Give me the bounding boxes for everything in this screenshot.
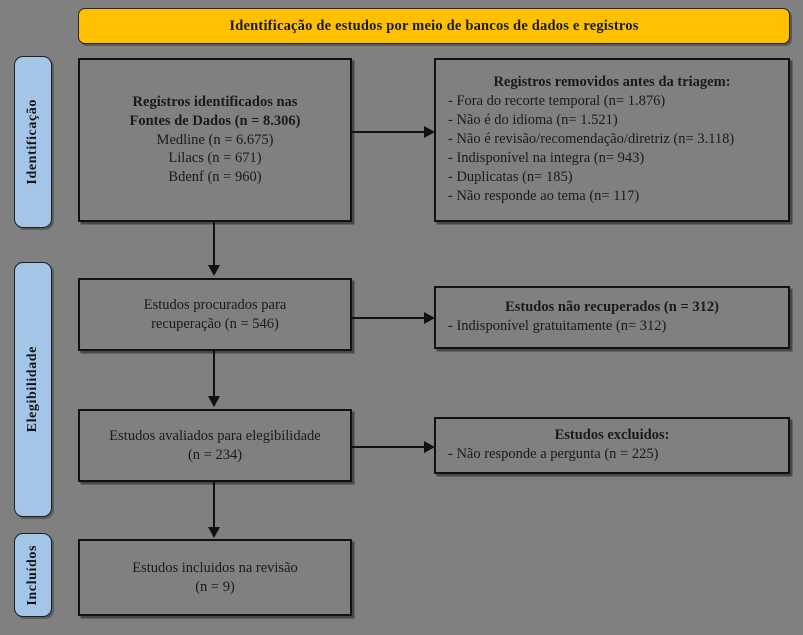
arrow-shaft: [213, 351, 215, 396]
box-line: Estudos procurados para: [143, 296, 287, 313]
box-line: Medline (n = 6.675): [156, 131, 274, 148]
box-title: Registros removidos antes da triagem:: [493, 74, 731, 91]
box-list-item: - Não é do idioma (n= 1.521): [448, 112, 618, 129]
arrow-down-icon: [200, 222, 228, 276]
arrow-head: [424, 126, 435, 138]
arrow-shaft: [213, 482, 215, 527]
arrow-head: [424, 312, 435, 324]
arrow-shaft: [352, 446, 426, 448]
stage-label-identificacao: Identificação: [14, 56, 52, 228]
box-line: Bdenf (n = 960): [168, 169, 262, 186]
box-list-item: - Fora do recorte temporal (n= 1.876): [448, 93, 666, 110]
box-studies-sought: Estudos procurados para recuperação (n =…: [78, 278, 352, 351]
arrow-head: [208, 265, 220, 276]
arrow-head: [208, 396, 220, 407]
box-list-item: - Indisponível na integra (n= 943): [448, 150, 645, 166]
box-list-item: - Duplicatas (n= 185): [448, 168, 573, 185]
diagram-title-banner: Identificação de estudos por meio de ban…: [78, 8, 790, 44]
box-line: (n = 234): [187, 446, 243, 463]
arrow-right-icon: [352, 439, 435, 455]
arrow-shaft: [352, 131, 426, 133]
box-line: Estudos avaliados para elegibilidade: [109, 427, 321, 444]
box-studies-assessed: Estudos avaliados para elegibilidade (n …: [78, 409, 352, 482]
box-studies-included: Estudos incluidos na revisão (n = 9): [78, 539, 352, 616]
stage-label-identificacao-text: Identificação: [25, 99, 40, 185]
arrow-down-icon: [200, 482, 228, 538]
arrow-down-icon: [200, 351, 228, 407]
arrow-right-icon: [352, 310, 435, 326]
box-line: Estudos incluidos na revisão: [132, 559, 298, 576]
box-studies-excluded: Estudos excluidos: - Não responde a perg…: [434, 417, 790, 474]
box-list-item: - Indisponível gratuitamente (n= 312): [448, 318, 667, 335]
box-line: (n = 9): [195, 578, 235, 595]
arrow-shaft: [213, 222, 215, 265]
stage-label-incluidos-text: Incluídos: [25, 544, 40, 606]
diagram-title-text: Identificação de estudos por meio de ban…: [229, 17, 639, 34]
box-title: Estudos não recuperados (n = 312): [505, 299, 719, 316]
arrow-head: [208, 527, 220, 538]
box-list-item: - Não responde a pergunta (n = 225): [448, 446, 659, 463]
arrow-head: [424, 441, 435, 453]
arrow-right-icon: [352, 124, 435, 140]
box-studies-not-retrieved: Estudos não recuperados (n = 312) - Indi…: [434, 286, 790, 349]
box-line: recuperação (n = 546): [151, 315, 279, 332]
box-line: Lilacs (n = 671): [168, 150, 262, 167]
box-line: Fontes de Dados (n = 8.306): [129, 112, 301, 129]
stage-label-incluidos: Incluídos: [14, 533, 52, 617]
box-records-removed: Registros removidos antes da triagem: - …: [434, 58, 790, 222]
box-records-identified: Registros identificados nas Fontes de Da…: [78, 58, 352, 222]
stage-label-elegibilidade-text: Elegibilidade: [25, 346, 40, 433]
stage-label-elegibilidade: Elegibilidade: [14, 262, 52, 517]
box-list-item: - Não responde ao tema (n= 117): [448, 187, 640, 204]
box-list-item: - Não é revisão/recomendação/diretriz (n…: [448, 131, 735, 148]
box-line: Registros identificados nas: [132, 93, 298, 110]
arrow-shaft: [352, 317, 426, 319]
box-title: Estudos excluidos:: [554, 427, 670, 444]
